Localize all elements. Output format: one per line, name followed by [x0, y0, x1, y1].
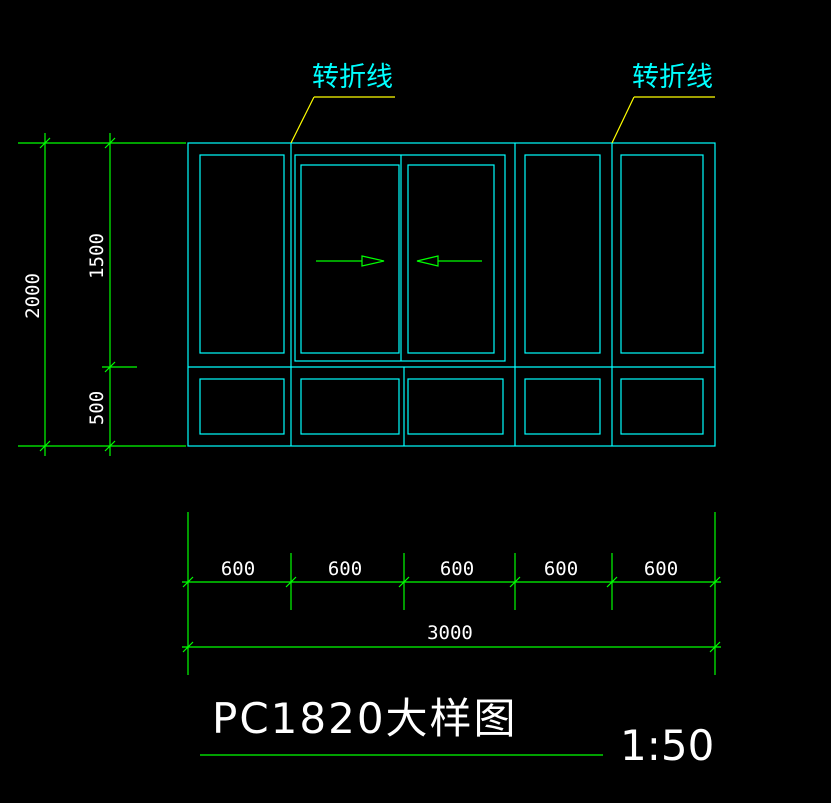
lower-pane-2 [300, 378, 400, 435]
sliding-sash-right [407, 164, 495, 354]
leader-label-1: 转折线 [312, 62, 393, 93]
sliding-sash-left [300, 164, 400, 354]
outer-frame [187, 142, 716, 447]
upper-pane-5 [620, 154, 704, 354]
vertical-dimensions [18, 133, 186, 456]
arrow-right-icon [316, 255, 385, 267]
dim-upper-height: 1500 [86, 233, 108, 279]
dim-lower-height: 500 [86, 391, 108, 425]
drawing-scale: 1:50 [620, 721, 714, 770]
leader-1: 转折线 [290, 62, 395, 144]
upper-pane-1 [199, 154, 285, 354]
drawing-title: PC1820大样图 [212, 694, 518, 743]
sliding-frame-outer [294, 154, 506, 362]
dim-total-width: 3000 [427, 622, 473, 644]
lower-pane-5 [620, 378, 704, 435]
lower-pane-4 [524, 378, 601, 435]
arrow-left-icon [416, 255, 482, 267]
window-frame [187, 142, 716, 447]
dim-width-3: 600 [440, 558, 474, 580]
upper-pane-4 [524, 154, 601, 354]
dim-width-4: 600 [544, 558, 578, 580]
dim-width-2: 600 [328, 558, 362, 580]
dim-width-5: 600 [644, 558, 678, 580]
dim-total-height: 2000 [22, 273, 44, 319]
leader-label-2: 转折线 [632, 62, 713, 93]
leader-2: 转折线 [611, 62, 715, 144]
lower-pane-1 [199, 378, 285, 435]
horizontal-dimensions [182, 512, 721, 675]
lower-pane-3 [407, 378, 504, 435]
dim-width-1: 600 [221, 558, 255, 580]
